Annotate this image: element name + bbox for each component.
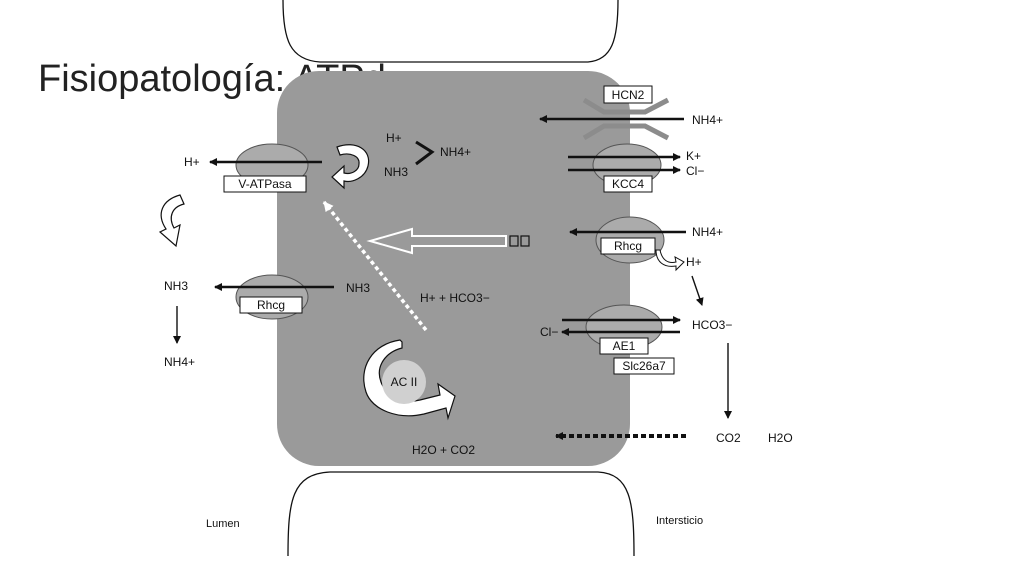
lumen-nh4-label: NH4+ — [164, 355, 195, 369]
lumen-label: Lumen — [206, 518, 240, 530]
slc26a7-label: Slc26a7 — [622, 359, 666, 373]
intercalated-cell — [277, 71, 630, 466]
int-nh4-mid-label: NH4+ — [692, 225, 723, 239]
ammonia-flux-arrow — [366, 227, 507, 255]
v-atpasa-label: V-ATPasa — [238, 177, 291, 191]
lumen-h-label: H+ — [184, 155, 200, 169]
rhcg-right-label: Rhcg — [614, 239, 642, 253]
cell-nh4-label: NH4+ — [440, 145, 471, 159]
int-cl-label: Cl− — [686, 164, 704, 178]
ac2-hplus-dotted-arrow — [322, 200, 428, 332]
ac2-enzyme — [382, 360, 426, 404]
ac2-label: AC II — [391, 375, 418, 389]
nh4-equilibrium-bracket — [415, 140, 435, 166]
hcn2-channel — [582, 97, 670, 141]
int-co2-label: CO2 — [716, 431, 741, 445]
bottom-neighbor-cell — [287, 471, 635, 557]
cell-nh3-mid-label: NH3 — [346, 281, 370, 295]
cell-curved-arrow — [331, 144, 370, 190]
h-hco3-int-arrow — [691, 275, 704, 306]
top-neighbor-cell — [282, 0, 619, 63]
rhcg-h-curved-arrow — [655, 249, 685, 272]
int-cl-left-label: Cl− — [540, 325, 558, 339]
cell-h2o-co2-label: H2O + CO2 — [412, 443, 475, 457]
rhcg-left-label: Rhcg — [257, 298, 285, 312]
cell-h-hco3-label: H+ + HCO3− — [420, 291, 490, 305]
ac2-curved-arrow — [363, 339, 456, 421]
ae1-label: AE1 — [613, 339, 636, 353]
int-h-label: H+ — [686, 255, 702, 269]
hcn2-label: HCN2 — [612, 88, 645, 102]
cell-h-label: H+ — [386, 131, 402, 145]
lumen-curved-arrow — [158, 194, 185, 248]
int-h2o-label: H2O — [768, 431, 793, 445]
kcc4-label: KCC4 — [612, 177, 644, 191]
int-k-label: K+ — [686, 149, 701, 163]
int-nh4-top-label: NH4+ — [692, 113, 723, 127]
cell-nh3-top-label: NH3 — [384, 165, 408, 179]
int-hco3-label: HCO3− — [692, 318, 732, 332]
lumen-nh3-label: NH3 — [164, 279, 188, 293]
intersticio-label: Intersticio — [656, 515, 703, 527]
